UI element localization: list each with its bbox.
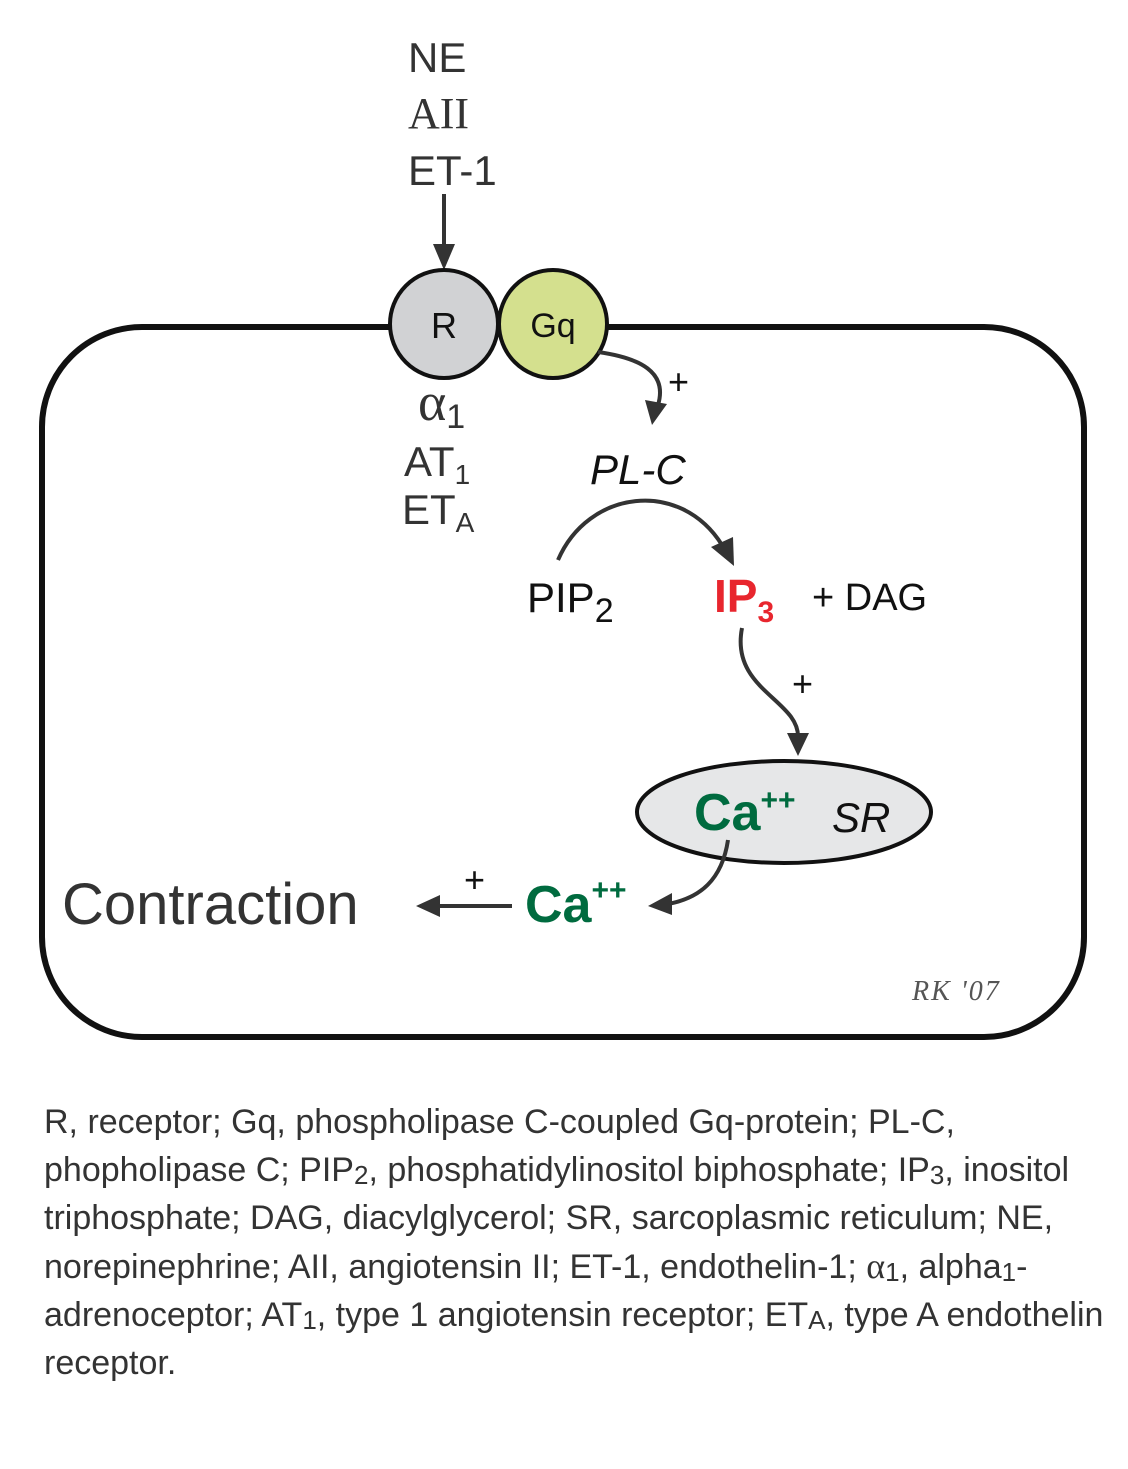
agonist-ne: NE <box>408 34 466 81</box>
eta-subtype: ETA <box>402 486 475 538</box>
ip-sub: 3 <box>757 596 774 629</box>
legend-segment: , alpha <box>899 1248 1002 1286</box>
gq-label: Gq <box>530 307 575 345</box>
gq-plc-arrow <box>597 350 662 406</box>
legend-segment: -adrenoceptor; AT <box>44 1248 1028 1334</box>
at-sub: 1 <box>455 459 471 490</box>
et-base: ET <box>402 486 456 533</box>
legend-alpha-symbol: α <box>866 1246 886 1286</box>
legend-segment: , phosphatidylinositol biphosphate; IP <box>368 1151 930 1189</box>
at1-subtype: AT1 <box>404 438 470 490</box>
legend-subscript: A <box>808 1305 826 1335</box>
legend-subscript: 1 <box>302 1305 317 1335</box>
sr-ca-label: Ca++ <box>694 784 796 842</box>
ip3-sr-arrowhead <box>787 733 809 756</box>
gq-plc-arrowhead <box>645 400 667 425</box>
alpha-sub: 1 <box>446 398 465 436</box>
plus-ip3: + <box>792 663 813 704</box>
agonist-et1: ET-1 <box>408 147 497 194</box>
sr-ca-arrowhead <box>648 893 672 915</box>
ip-base: IP <box>714 570 757 622</box>
agonist-aii: AII <box>408 89 469 138</box>
at-base: AT <box>404 438 455 485</box>
sr-ca-sup: ++ <box>760 784 795 817</box>
cyto-ca-base: Ca <box>525 876 593 934</box>
sr-label: SR <box>832 794 890 841</box>
cyto-ca-sup: ++ <box>591 874 626 907</box>
legend-text: R, receptor; Gq, phospholipase C-coupled… <box>44 1098 1104 1387</box>
cyto-ca-label: Ca++ <box>525 874 627 934</box>
legend-subscript: 1 <box>885 1257 900 1287</box>
legend-subscript: 1 <box>1001 1257 1017 1287</box>
alpha-symbol: α <box>418 372 446 432</box>
pip-sub: 2 <box>595 592 614 630</box>
plus-ca: + <box>464 859 485 900</box>
legend-segment: , type A endothelin receptor. <box>44 1296 1104 1382</box>
abbreviation-legend: R, receptor; Gq, phospholipase C-coupled… <box>44 1098 1104 1387</box>
legend-segment: , inositol triphosphate; DAG, diacylglyc… <box>44 1151 1070 1286</box>
contraction-label: Contraction <box>62 872 359 937</box>
legend-subscript: 3 <box>929 1160 945 1190</box>
sr-ellipse <box>635 759 933 865</box>
signaling-diagram: NE AII ET-1 R Gq α1 AT1 ETA + PL-C PIP2 … <box>39 34 1087 1040</box>
plc-label: PL-C <box>590 446 686 493</box>
ca-contraction-arrowhead <box>416 895 440 917</box>
pip2-label: PIP2 <box>527 574 614 630</box>
legend-segment: R, receptor; Gq, phospholipase C-coupled… <box>44 1103 955 1189</box>
receptor-label: R <box>431 305 457 346</box>
dag-label: + DAG <box>812 577 927 619</box>
sr-ca-arrow <box>667 839 730 906</box>
ip3-sr-arrow <box>738 627 801 739</box>
signature: RK '07 <box>911 976 1001 1007</box>
legend-segment: , type 1 angiotensin receptor; ET <box>316 1296 809 1334</box>
plus-gq: + <box>668 361 689 402</box>
gq-circle <box>497 268 609 380</box>
legend-subscript: 2 <box>353 1160 369 1190</box>
et-sub: A <box>456 507 475 538</box>
pip-ip3-arrowhead <box>711 537 734 566</box>
pip-base: PIP <box>527 574 595 621</box>
sr-ca-base: Ca <box>694 784 762 842</box>
agonist-arrowhead <box>433 244 455 270</box>
pip-ip3-arrow <box>556 498 724 561</box>
alpha1-subtype: α1 <box>418 372 465 436</box>
ip3-label: IP3 <box>714 570 774 629</box>
